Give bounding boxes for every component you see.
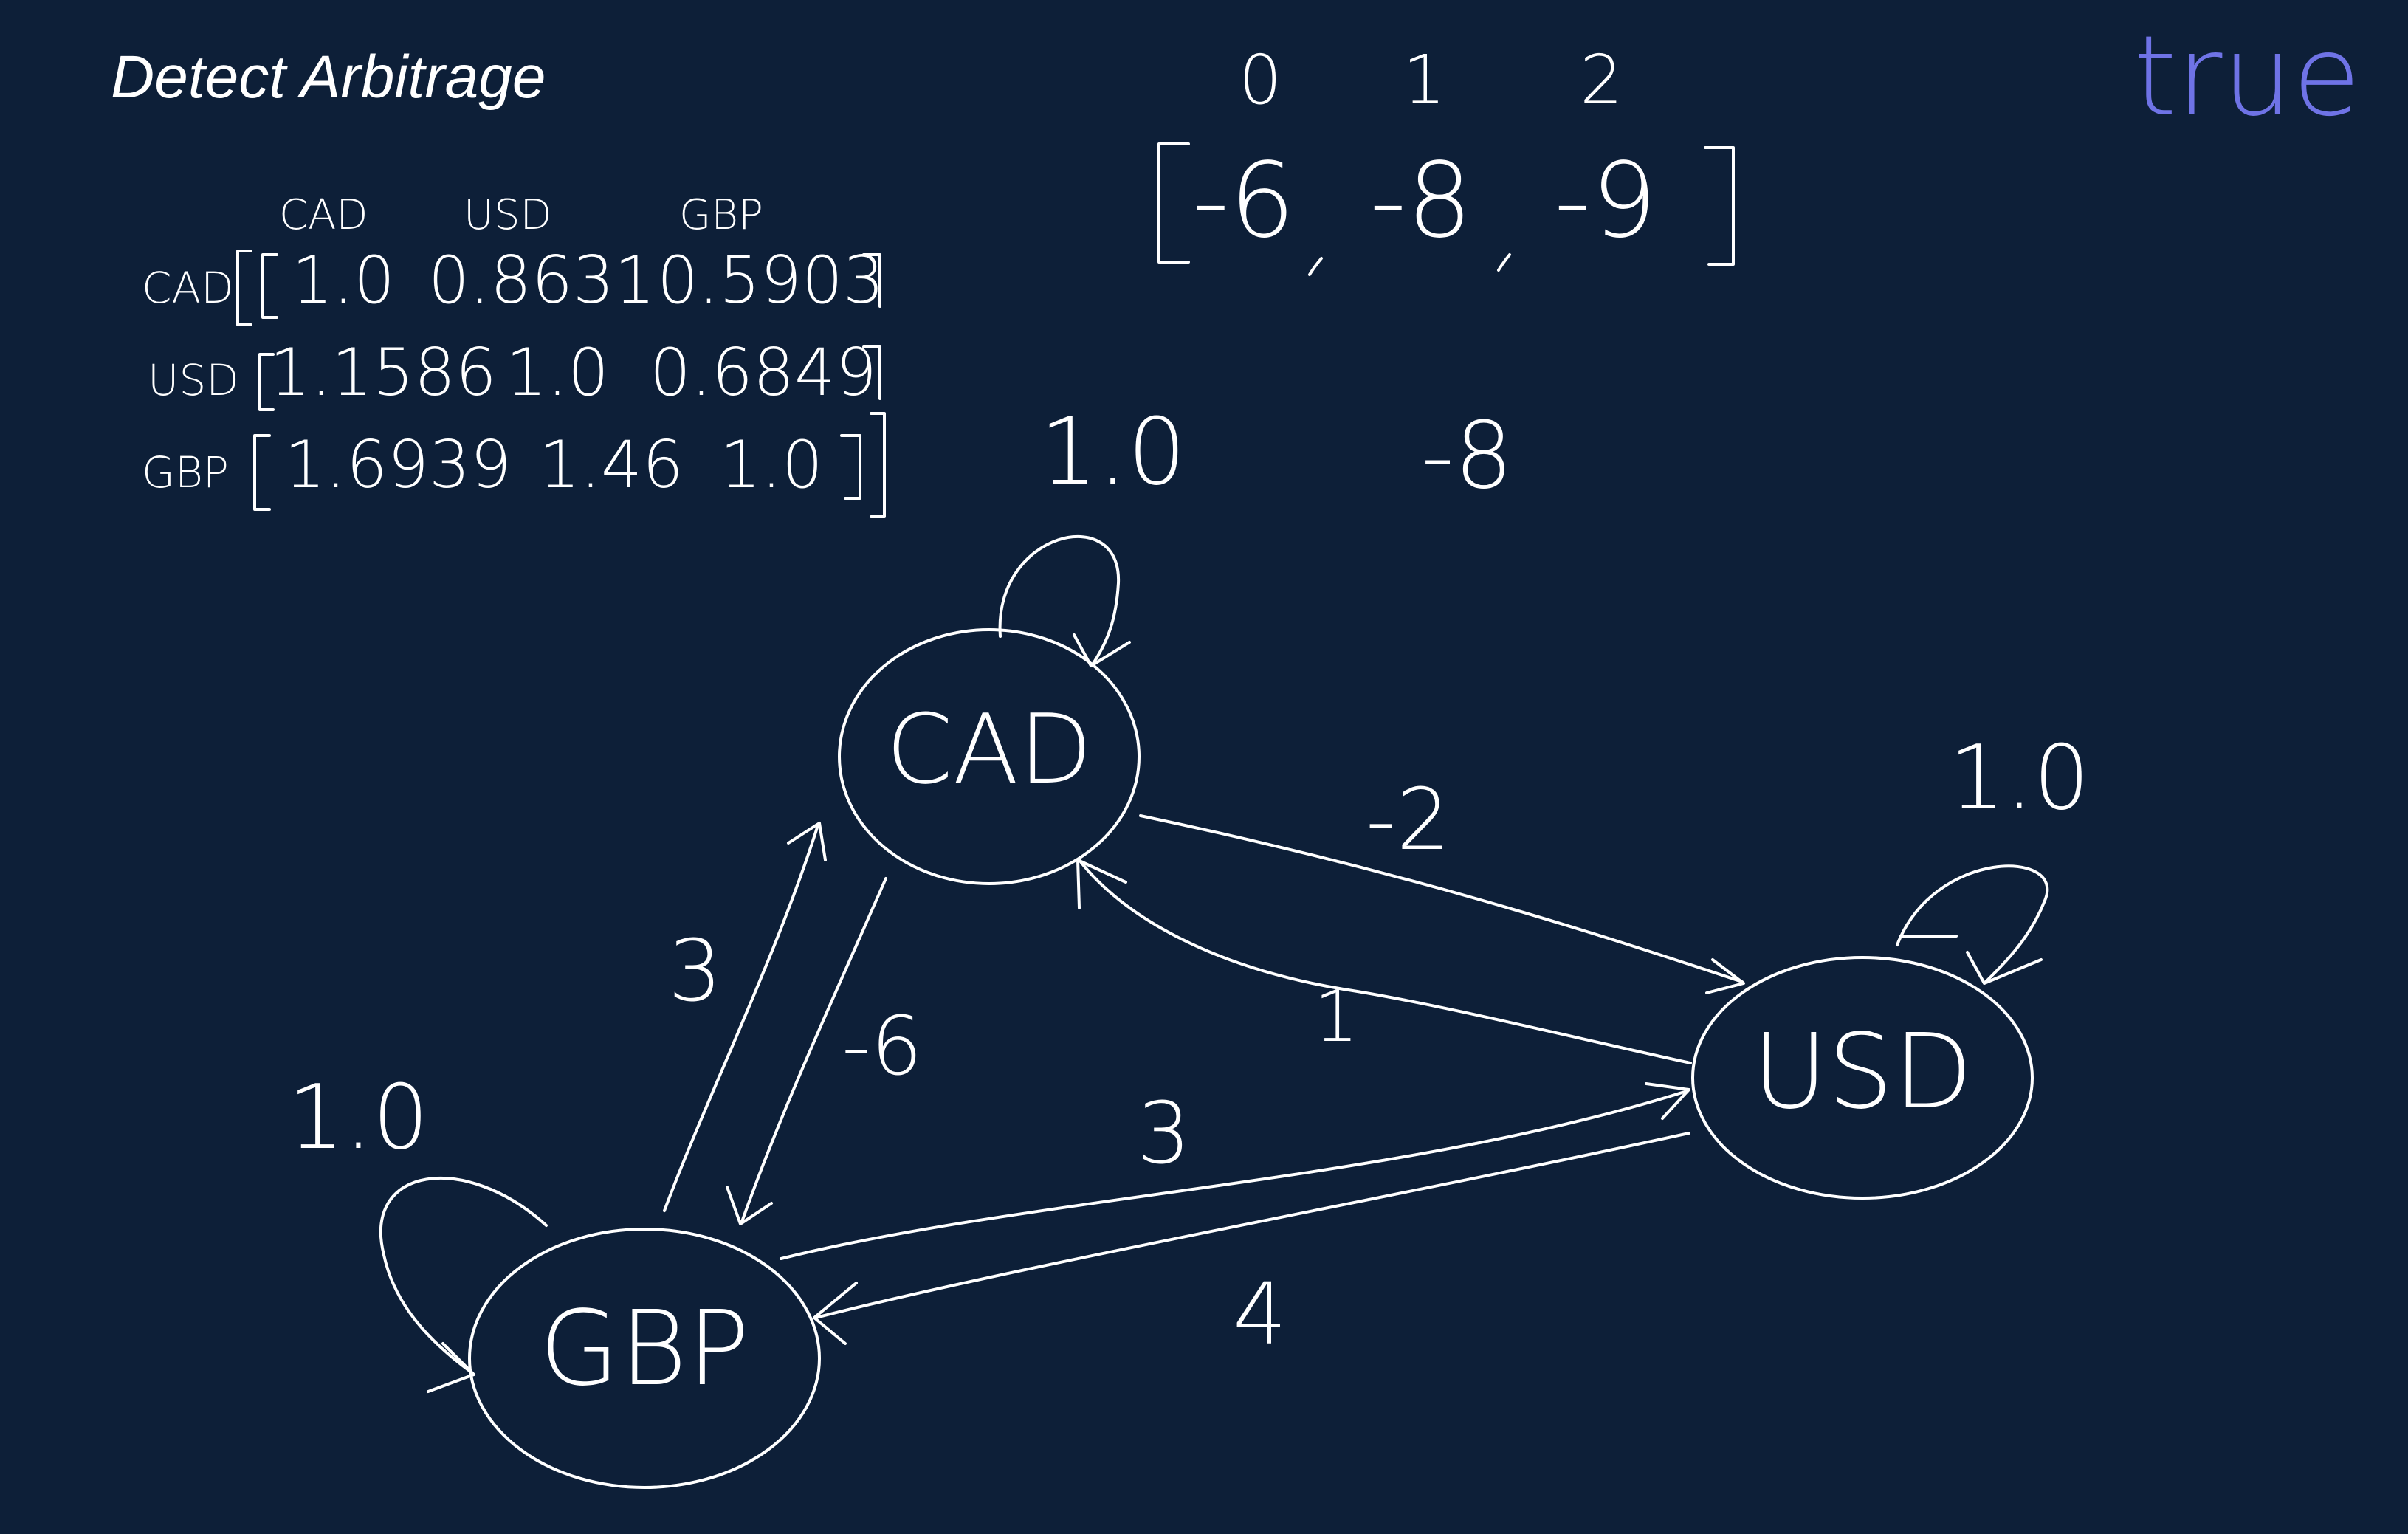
- row-left-bracket: [253, 434, 271, 511]
- array-index: 2: [1580, 41, 1623, 120]
- matrix-row-label: GBP: [142, 447, 229, 498]
- edge-weight: 3: [1137, 1084, 1191, 1183]
- edge-usd-to-cad: 1: [1076, 859, 1692, 1064]
- array-comma: [1497, 253, 1511, 272]
- row-left-bracket: [261, 253, 278, 319]
- array-index: 0: [1239, 41, 1282, 120]
- self-loop-weight: 1.0: [1039, 399, 1186, 506]
- array-value: -9: [1554, 141, 1657, 261]
- node-label: USD: [1752, 1012, 1972, 1132]
- matrix-row-label: CAD: [142, 263, 234, 313]
- node-label: GBP: [540, 1289, 750, 1409]
- array-index: 1: [1403, 41, 1446, 120]
- graph-node-gbp: GBP 1.0: [288, 1067, 821, 1489]
- graph-node-usd: USD 1.0: [1691, 727, 2090, 1200]
- page-title: Detect Arbitrage: [111, 44, 546, 111]
- matrix-outer-left-bracket: [236, 250, 252, 326]
- edge-weight: -6: [842, 999, 923, 1093]
- edge-weight: -2: [1366, 771, 1451, 870]
- edge-gbp-to-usd: 3: [780, 1082, 1690, 1260]
- array-left-bracket: [1157, 142, 1190, 264]
- self-loop-weight: 1.0: [1949, 727, 2090, 830]
- array-value: -8: [1369, 141, 1473, 261]
- matrix-cell: 1.6939: [284, 427, 512, 503]
- self-loop-arrowhead: [1966, 951, 2043, 985]
- matrix-cell: 0.5903: [657, 242, 884, 318]
- self-loop-arrow: [1896, 864, 2049, 983]
- array-comma: [1308, 257, 1323, 276]
- node-label: CAD: [886, 693, 1093, 805]
- matrix-outer-right-bracket: [870, 412, 886, 518]
- array-value: -6: [1192, 141, 1296, 261]
- matrix-cell: 0.6849: [650, 334, 877, 410]
- matrix-column-header: USD: [464, 191, 552, 239]
- row-right-bracket: [840, 434, 861, 500]
- self-loop-arrow: [998, 534, 1121, 666]
- matrix-cell: 1.0: [506, 334, 609, 410]
- currency-graph: CAD 1.0 USD 1.0 GBP 1.0 -2: [288, 399, 2090, 1489]
- edge-cad-to-usd: -2: [1139, 771, 1745, 994]
- matrix-column-header: CAD: [279, 191, 368, 239]
- edge-cad-to-gbp: -6: [726, 877, 923, 1225]
- distance-array: 0 1 2 -6 -8 -9 -8: [1157, 41, 1735, 509]
- exchange-rate-matrix: CAD USD GBP CAD USD GBP 1.0 0.8631 0.590…: [142, 191, 886, 518]
- edge-weight: 1: [1314, 977, 1358, 1058]
- matrix-cell: 1.46: [539, 427, 684, 503]
- matrix-cell: 1.1586: [269, 334, 497, 410]
- self-loop-weight: 1.0: [288, 1067, 429, 1169]
- edge-gbp-to-cad: 3: [663, 822, 827, 1212]
- self-loop-arrow: [379, 1176, 548, 1375]
- distance-note: -8: [1421, 402, 1513, 509]
- row-right-bracket: [862, 253, 881, 308]
- matrix-cell: 1.0: [720, 427, 823, 503]
- result-label: true: [2133, 13, 2361, 141]
- edge-weight: 4: [1233, 1265, 1287, 1364]
- matrix-cell: 1.0: [292, 242, 395, 318]
- matrix-cell: 0.8631: [428, 242, 656, 318]
- matrix-row-label: USD: [148, 355, 239, 405]
- row-right-bracket: [862, 345, 881, 400]
- array-right-bracket: [1704, 146, 1735, 266]
- graph-node-cad: CAD 1.0: [838, 399, 1186, 885]
- self-loop-arrowhead: [427, 1342, 475, 1393]
- row-left-bracket: [258, 353, 275, 411]
- matrix-column-header: GBP: [679, 191, 763, 239]
- edge-weight: 3: [668, 922, 722, 1021]
- edge-usd-to-gbp: 4: [813, 1132, 1690, 1364]
- self-loop-arrowhead: [1073, 633, 1131, 667]
